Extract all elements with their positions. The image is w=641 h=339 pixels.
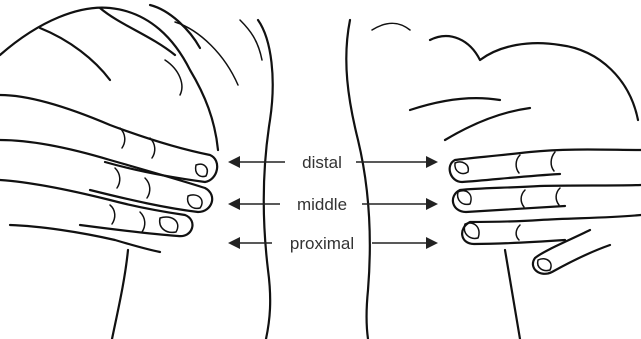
patient-wrist-illustration	[240, 20, 410, 339]
middle-label: middle	[297, 195, 347, 214]
distal-label: distal	[302, 153, 342, 172]
proximal-label: proximal	[290, 234, 354, 253]
right-hand-illustration	[410, 36, 641, 339]
pulse-position-labels: distal middle proximal	[228, 153, 438, 253]
left-hand-illustration	[0, 5, 238, 339]
